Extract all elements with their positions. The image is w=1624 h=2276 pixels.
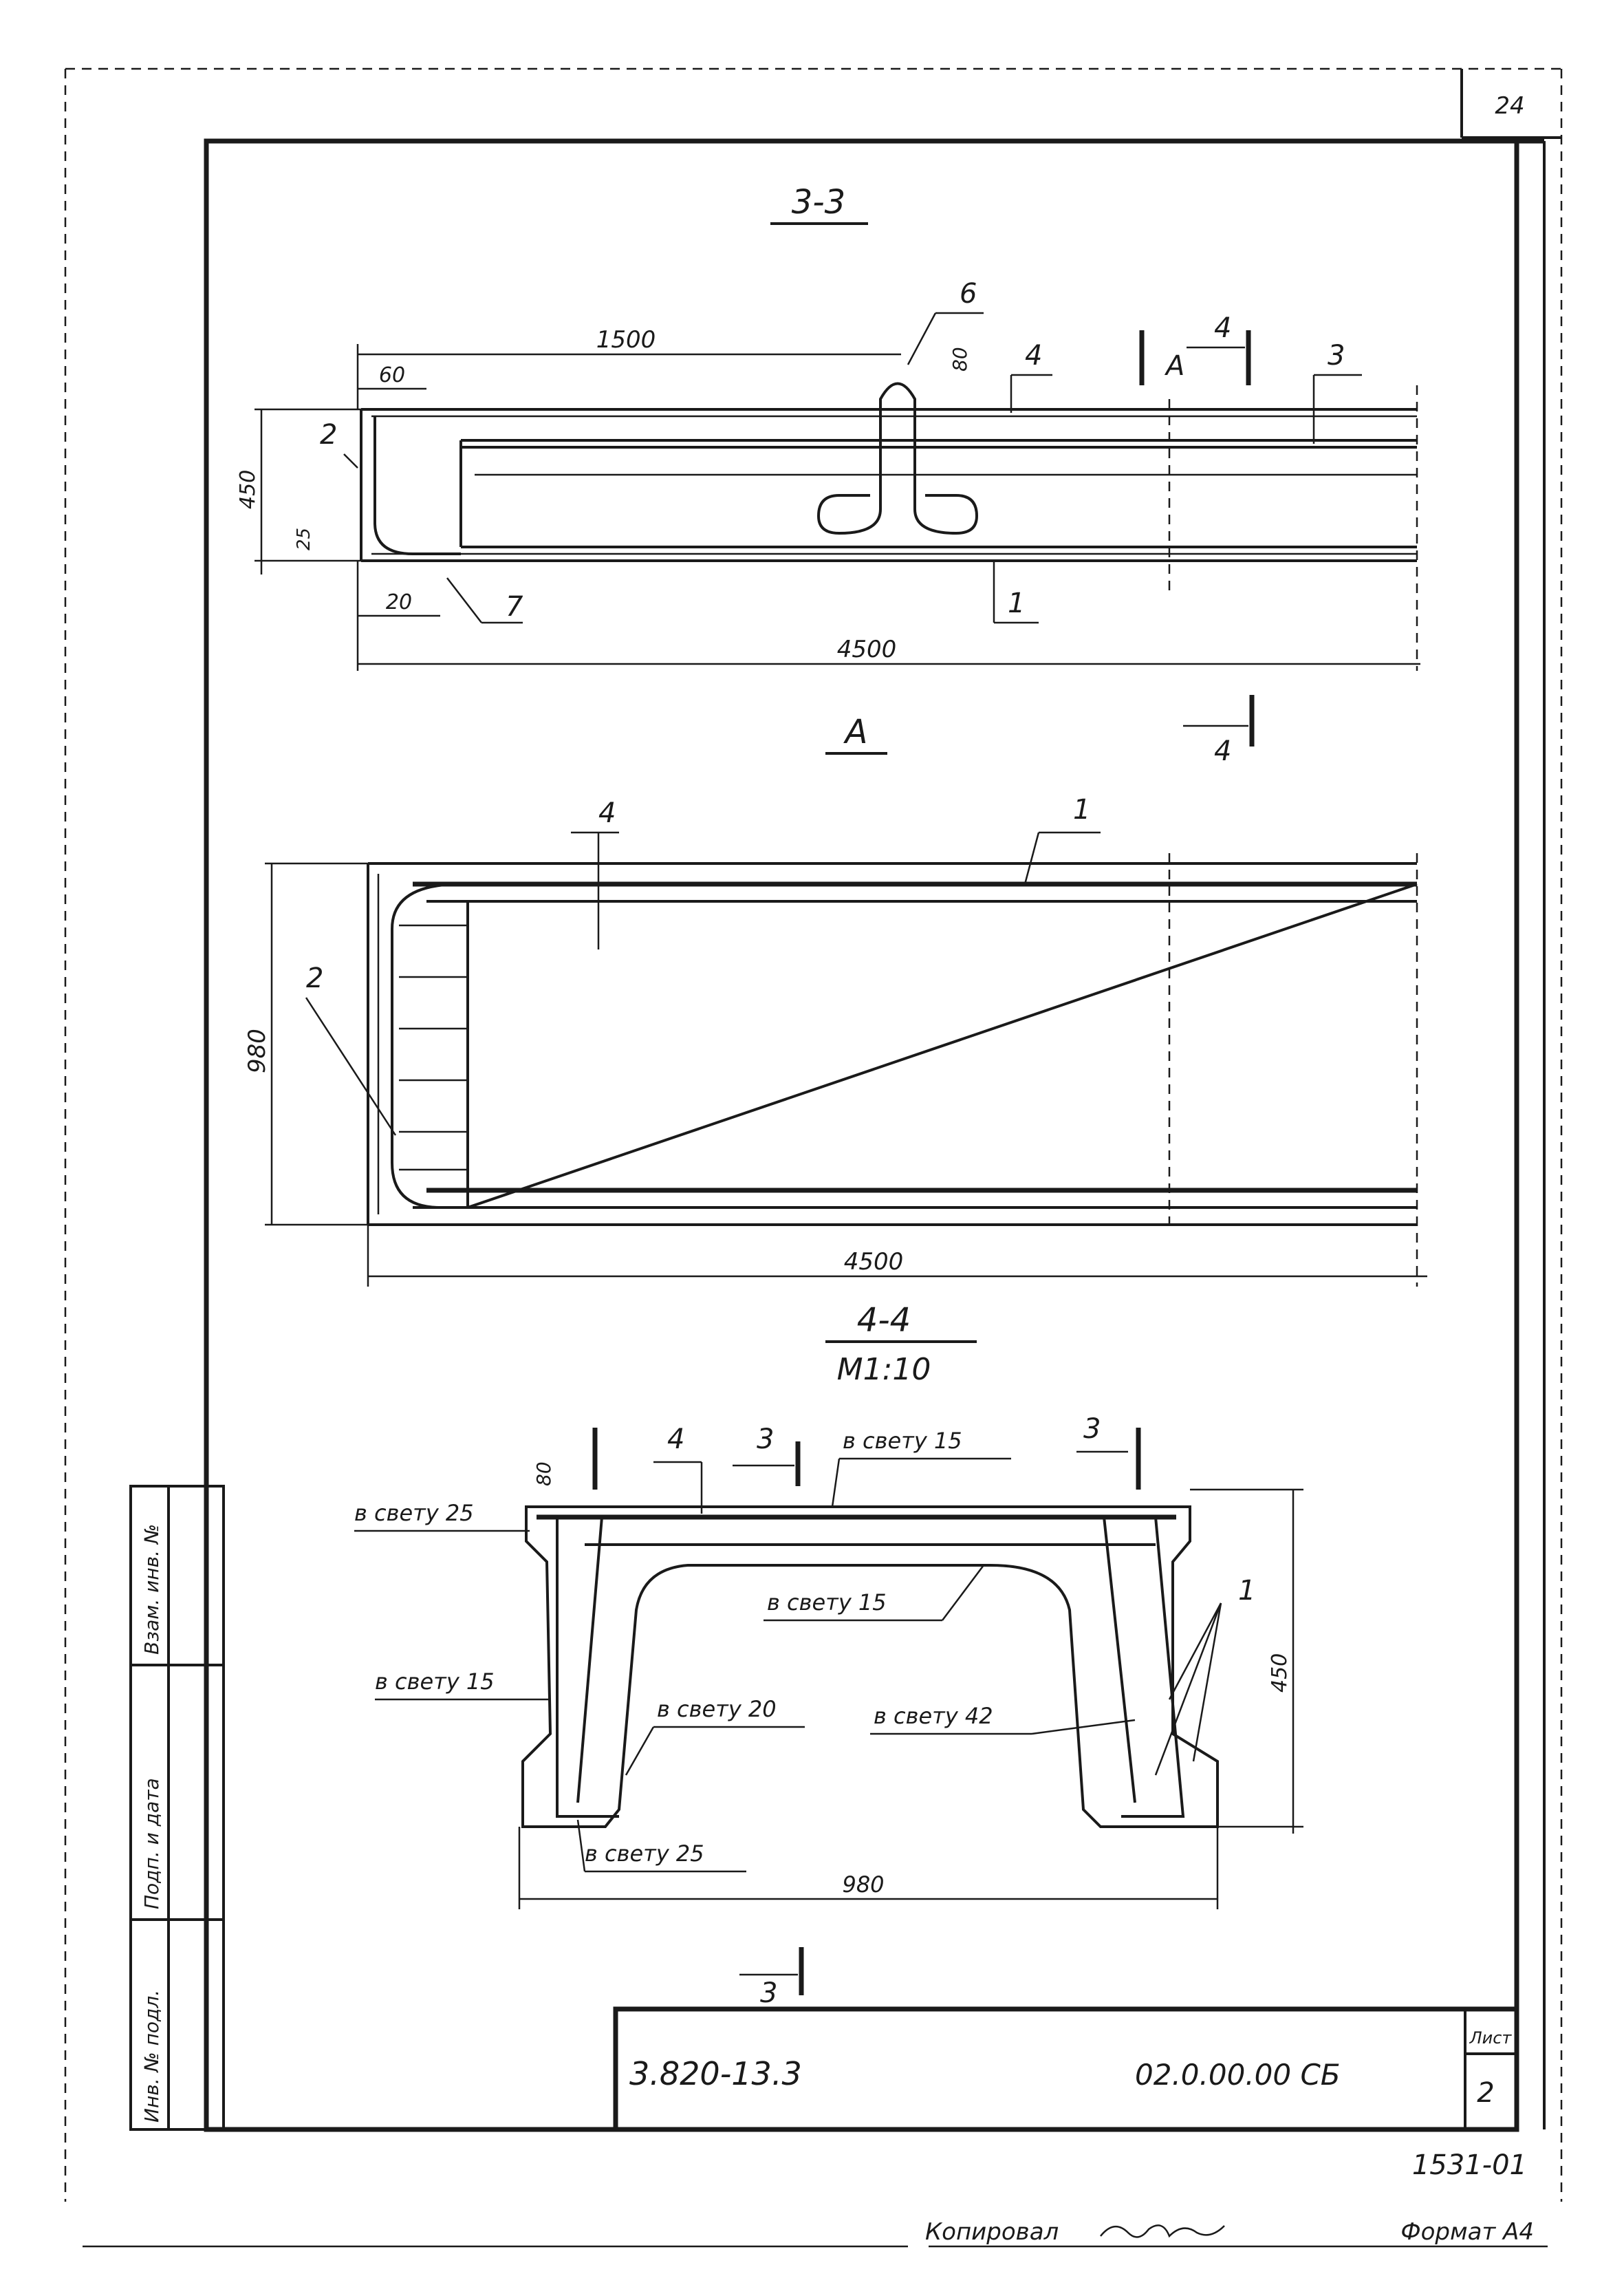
pos-44-3a: 3: [757, 1424, 774, 1455]
copier-signature: [1100, 2224, 1225, 2238]
section-4-4-title: 4-4: [857, 1301, 911, 1340]
section-4-4-scale: М1:10: [837, 1352, 931, 1387]
rebar-44-left-leg: [556, 1517, 619, 1818]
note-top15-leader: [831, 1458, 841, 1507]
pos-A-4: 4: [598, 797, 616, 829]
pos-44-3c: 3: [760, 1977, 777, 2009]
title-doc: 02.0.00.00 СБ: [1135, 2058, 1341, 2092]
rebar-A-end-bend: [391, 883, 462, 1209]
format-label: Формат А4: [1400, 2218, 1534, 2246]
dim-20: 20: [386, 590, 412, 614]
note-bot25: в свету 25: [585, 1840, 704, 1867]
pos-1: 1: [1008, 588, 1025, 619]
dim-44-80: 80: [532, 1461, 555, 1486]
leader-A1: [1024, 832, 1040, 885]
note-20: в свету 20: [657, 1696, 777, 1722]
rebar-44-right-inner: [1103, 1516, 1136, 1803]
title-sheet-label: Лист: [1469, 2028, 1513, 2048]
note-left15: в свету 15: [375, 1668, 495, 1695]
note-20-leader: [625, 1726, 655, 1776]
dim-1500: 1500: [596, 326, 656, 354]
view-A: А 4 980 4500: [243, 695, 1427, 1287]
dim-4500: 4500: [837, 636, 897, 663]
pos-2: 2: [320, 419, 337, 451]
dim-60: 60: [379, 363, 405, 387]
channel-profile: [521, 1505, 1219, 1828]
dim-44-980: 980: [842, 1871, 884, 1898]
note-42-leader: [1031, 1719, 1136, 1735]
leader-44-1c: [1168, 1602, 1222, 1700]
rebar-end-hook: [373, 416, 461, 555]
stamp-cell-3: Взам. инв. №: [140, 1524, 163, 1655]
dim-4500-A: 4500: [844, 1248, 904, 1276]
note-bot25-leader: [576, 1819, 586, 1872]
section-4-4: 4-4 М1:10 80 450 980 3 3 4 3: [354, 1301, 1303, 2009]
pos-44-1: 1: [1238, 1575, 1255, 1607]
pos-6: 6: [960, 278, 977, 310]
leader-2: [343, 453, 358, 469]
sheet-number: 24: [1495, 92, 1524, 120]
section-3-3: 3-3 А 4 1500 60 80: [236, 183, 1420, 671]
view-A-cut-4: 4: [1214, 736, 1231, 767]
section-3-3-title: 3-3: [792, 183, 845, 222]
pos-A-1: 1: [1073, 794, 1090, 826]
note-42: в свету 42: [874, 1703, 993, 1729]
rebar-44-right-leg: [1121, 1516, 1185, 1818]
stamp-cell-1: Инв. № подл.: [140, 1990, 163, 2123]
view-A-title: А: [843, 713, 868, 751]
rebar-A-ladder: [399, 924, 468, 1171]
pos-44-4: 4: [667, 1424, 684, 1455]
leader-44-1b: [1154, 1602, 1222, 1776]
sheet-number-box: 24: [1460, 69, 1561, 139]
pos-44-3b: 3: [1083, 1413, 1101, 1445]
trim-border: [64, 67, 1563, 2202]
archive-number: 1531-01: [1412, 2149, 1527, 2181]
cut-label-A: А: [1164, 350, 1184, 382]
side-stamp: Инв. № подл. Подп. и дата Взам. инв. №: [129, 1485, 225, 2131]
dim-44-450: 450: [1268, 1653, 1292, 1693]
copied-by: Копировал: [925, 2218, 1059, 2246]
dim-450: 450: [236, 470, 260, 509]
dim-80: 80: [949, 347, 971, 372]
leader-44-1a: [1192, 1602, 1222, 1762]
rebar-A-diagonal: [467, 883, 1418, 1209]
note-top15: в свету 15: [843, 1428, 962, 1454]
title-block: 3.820-13.3 02.0.00.00 СБ Лист 2: [613, 2006, 1519, 2132]
dim-980-A: 980: [243, 1029, 271, 1073]
pos-3: 3: [1328, 340, 1345, 372]
stamp-cell-2: Подп. и дата: [140, 1778, 163, 1909]
pos-A-2: 2: [306, 963, 323, 994]
title-sheet-value: 2: [1477, 2077, 1494, 2109]
dim-25: 25: [294, 528, 314, 550]
note-mid15-leader: [942, 1565, 984, 1621]
title-code: 3.820-13.3: [629, 2055, 802, 2092]
pos-7: 7: [506, 591, 523, 623]
pos-4: 4: [1025, 340, 1042, 372]
leader-6: [907, 312, 937, 365]
note-mid15: в свету 15: [767, 1589, 887, 1615]
rebar-44-left-inner: [576, 1516, 603, 1803]
lifting-loop-right: [879, 382, 979, 535]
leader-A2: [305, 997, 397, 1136]
leader-7: [446, 577, 482, 623]
footer: 1531-01 Копировал Формат А4: [83, 2149, 1548, 2248]
lifting-loop-left: [816, 494, 882, 535]
note-left25: в свету 25: [354, 1500, 474, 1526]
cut-label-4: 4: [1214, 312, 1231, 344]
